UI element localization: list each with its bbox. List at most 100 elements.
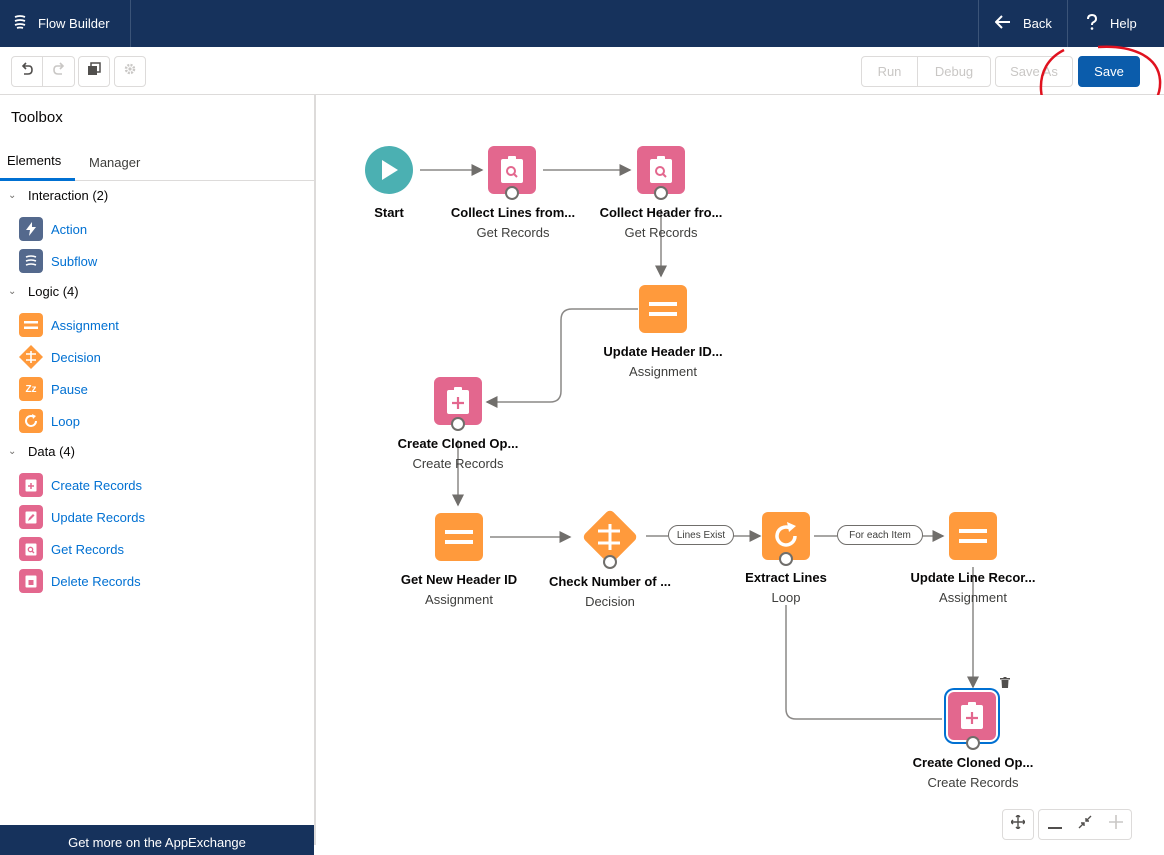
assignment-icon <box>949 512 997 560</box>
item-label: Pause <box>51 381 88 397</box>
create-records-icon <box>948 692 996 740</box>
node-label: Start <box>374 205 404 220</box>
node-type: Assignment <box>629 364 697 379</box>
pause-icon: Zz <box>19 377 43 401</box>
connector-lines <box>420 164 979 720</box>
copy-button[interactable] <box>78 56 110 87</box>
zoom-out-icon <box>1047 816 1062 834</box>
create-records-icon <box>19 473 43 497</box>
back-arrow-icon <box>994 15 1023 32</box>
group-interaction[interactable]: ⌄ Interaction (2) <box>8 188 108 203</box>
app-title-area: Flow Builder <box>0 0 131 47</box>
assignment-icon <box>435 513 483 561</box>
node-label: Update Header ID... <box>603 344 723 359</box>
header-bar: Flow Builder Back Help <box>0 0 1164 47</box>
toolbox-item-pause[interactable]: Zz Pause <box>19 377 88 401</box>
subflow-icon <box>19 249 43 273</box>
toolbox-item-assignment[interactable]: Assignment <box>19 313 119 337</box>
item-label: Get Records <box>51 541 124 557</box>
undo-button[interactable] <box>11 56 43 87</box>
zoom-out-button[interactable] <box>1038 809 1071 840</box>
connector-label-lines-exist[interactable]: Lines Exist <box>668 525 734 545</box>
run-button[interactable]: Run <box>861 56 918 87</box>
node-connector-handle[interactable] <box>451 417 465 431</box>
flow-builder-icon <box>12 14 38 33</box>
help-label: Help <box>1110 16 1137 31</box>
app-title: Flow Builder <box>38 16 110 31</box>
node-connector-handle[interactable] <box>654 186 668 200</box>
node-connector-handle[interactable] <box>505 186 519 200</box>
redo-button[interactable] <box>43 56 75 87</box>
toolbox-item-loop[interactable]: Loop <box>19 409 80 433</box>
toolbox-tabs: Elements Manager <box>0 143 314 181</box>
toolbox-item-decision[interactable]: Decision <box>19 345 101 369</box>
fit-icon <box>1078 815 1092 834</box>
node-label: Extract Lines <box>745 570 827 585</box>
toolbox-item-get-records[interactable]: Get Records <box>19 537 124 561</box>
node-type: Assignment <box>939 590 1007 605</box>
chevron-down-icon: ⌄ <box>8 446 17 457</box>
group-label: Interaction (2) <box>28 188 109 203</box>
start-icon <box>365 146 413 194</box>
group-data[interactable]: ⌄ Data (4) <box>8 444 75 459</box>
node-type: Create Records <box>412 456 504 471</box>
node-connector-handle[interactable] <box>779 552 793 566</box>
appexchange-link[interactable]: Get more on the AppExchange <box>0 825 314 855</box>
gear-icon <box>123 62 137 81</box>
back-label: Back <box>1023 16 1052 31</box>
move-icon <box>1010 814 1026 834</box>
toolbar: Run Debug Save As Save <box>0 47 1164 95</box>
assignment-icon <box>639 285 687 333</box>
toolbox-title: Toolbox <box>11 109 63 126</box>
group-logic[interactable]: ⌄ Logic (4) <box>8 284 79 299</box>
copy-icon <box>87 62 101 81</box>
decision-icon <box>19 345 43 369</box>
item-label: Update Records <box>51 509 145 525</box>
flow-canvas[interactable]: Start Collect Lines from... Get Records … <box>316 95 1164 845</box>
chevron-down-icon: ⌄ <box>8 286 17 297</box>
save-button[interactable]: Save <box>1078 56 1140 87</box>
node-type: Get Records <box>624 225 698 240</box>
item-label: Subflow <box>51 253 98 269</box>
assignment-icon <box>19 313 43 337</box>
node-label: Create Cloned Op... <box>912 755 1034 770</box>
back-button[interactable]: Back <box>978 0 1067 47</box>
delete-records-icon <box>19 569 43 593</box>
zoom-in-icon <box>1108 815 1123 834</box>
chevron-down-icon: ⌄ <box>8 190 17 201</box>
tab-elements[interactable]: Elements <box>0 143 75 181</box>
node-connector-handle[interactable] <box>966 736 980 750</box>
node-type: Decision <box>585 594 635 609</box>
node-label: Update Line Recor... <box>910 570 1036 585</box>
node-label: Get New Header ID <box>400 572 518 587</box>
toolbox-item-subflow[interactable]: Subflow <box>19 249 97 273</box>
node-label: Collect Header fro... <box>599 205 723 220</box>
node-type: Assignment <box>425 592 493 607</box>
node-label: Collect Lines from... <box>450 205 576 220</box>
item-label: Loop <box>51 413 80 429</box>
zoom-in-button[interactable] <box>1100 809 1132 840</box>
connector-label-for-each[interactable]: For each Item <box>837 525 923 545</box>
undo-icon <box>20 62 34 81</box>
toolbox-item-delete-records[interactable]: Delete Records <box>19 569 141 593</box>
fit-view-button[interactable] <box>1070 809 1101 840</box>
node-label: Create Cloned Op... <box>397 436 519 451</box>
group-label: Data (4) <box>28 444 75 459</box>
toolbox-item-create-records[interactable]: Create Records <box>19 473 142 497</box>
settings-button[interactable] <box>114 56 146 87</box>
item-label: Action <box>51 221 88 237</box>
debug-button[interactable]: Debug <box>917 56 991 87</box>
loop-icon <box>19 409 43 433</box>
help-button[interactable]: Help <box>1067 0 1164 47</box>
tab-manager[interactable]: Manager <box>89 154 141 170</box>
group-label: Logic (4) <box>28 284 79 299</box>
node-connector-handle[interactable] <box>603 555 617 569</box>
save-as-button[interactable]: Save As <box>995 56 1073 87</box>
update-records-icon <box>19 505 43 529</box>
toolbox-item-action[interactable]: Action <box>19 217 87 241</box>
trash-icon[interactable] <box>1000 675 1010 693</box>
toolbox-item-update-records[interactable]: Update Records <box>19 505 145 529</box>
item-label: Delete Records <box>51 573 141 589</box>
redo-icon <box>52 62 66 81</box>
pan-button[interactable] <box>1002 809 1034 840</box>
